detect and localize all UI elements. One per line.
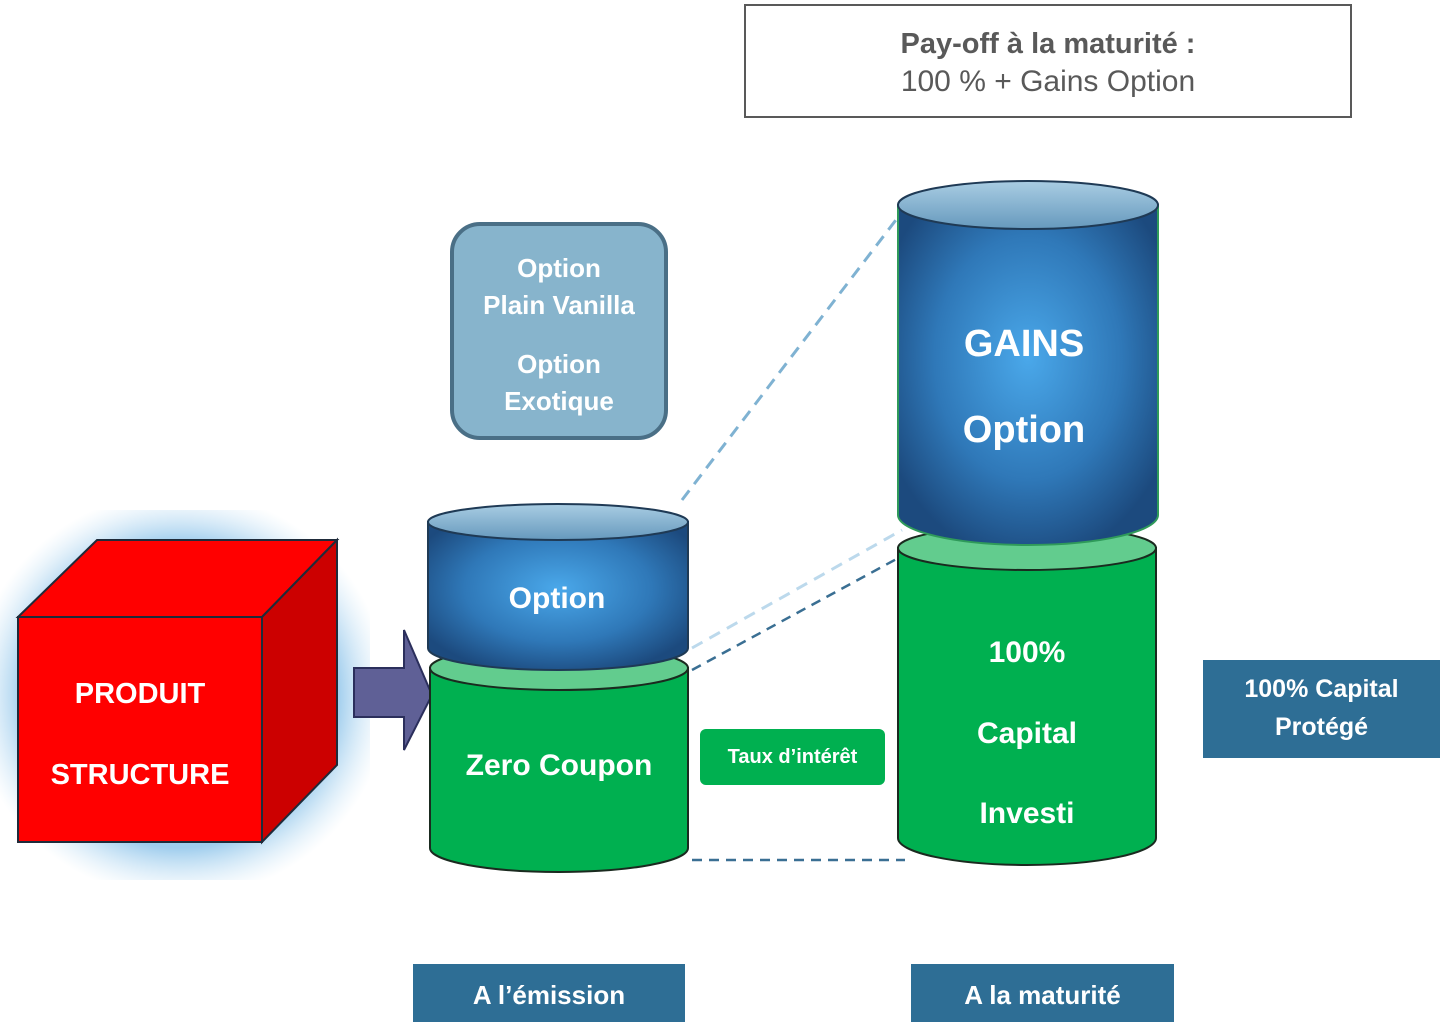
zero-coupon-label: Zero Coupon bbox=[466, 749, 653, 782]
option-cylinder: Option bbox=[427, 503, 689, 671]
capital-protected-badge: 100% Capital Protégé bbox=[1203, 660, 1440, 758]
product-label-line2: STRUCTURE bbox=[51, 759, 230, 791]
capital-protected-line1: 100% Capital bbox=[1244, 675, 1399, 703]
option-label: Option bbox=[509, 582, 606, 615]
capital-cylinder: 100% Capital Investi bbox=[897, 525, 1157, 866]
payoff-title: Pay-off à la maturité : bbox=[900, 28, 1196, 60]
gains-label-line1: GAINS bbox=[964, 323, 1084, 365]
capital-protected-line2: Protégé bbox=[1274, 713, 1369, 741]
connector-option-to-gains-top bbox=[680, 211, 904, 501]
zero-coupon-cylinder: Zero Coupon bbox=[429, 645, 689, 873]
right-arrow-icon bbox=[353, 629, 434, 751]
capital-label-line1: 100% bbox=[989, 636, 1066, 669]
phase-maturity-label: A la maturité bbox=[911, 964, 1174, 1022]
phase-emission-label: A l’émission bbox=[413, 964, 685, 1022]
connector-coupon-to-capital-top bbox=[691, 554, 903, 672]
cube-front-face bbox=[17, 616, 263, 843]
option-type-line3: Option bbox=[517, 349, 601, 379]
option-type-line1: Option bbox=[517, 253, 601, 283]
option-type-line2: Plain Vanilla bbox=[483, 290, 635, 320]
capital-label-line2: Capital bbox=[977, 717, 1077, 750]
payoff-subtitle: 100 % + Gains Option bbox=[900, 65, 1196, 98]
option-type-line4: Exotique bbox=[504, 386, 614, 416]
gains-option-cylinder: GAINS Option bbox=[897, 180, 1159, 546]
gains-label-line2: Option bbox=[963, 409, 1085, 451]
interest-rate-badge: Taux d’intérêt bbox=[700, 729, 885, 785]
product-label-line1: PRODUIT bbox=[75, 678, 206, 710]
connector-lines bbox=[680, 211, 905, 862]
structured-product-cube: PRODUIT STRUCTURE bbox=[0, 510, 370, 880]
capital-label-line3: Investi bbox=[979, 797, 1074, 830]
payoff-box: Pay-off à la maturité : 100 % + Gains Op… bbox=[744, 4, 1352, 118]
option-types-box: Option Plain Vanilla Option Exotique bbox=[450, 222, 668, 440]
connector-option-to-gains-bottom bbox=[691, 528, 903, 650]
